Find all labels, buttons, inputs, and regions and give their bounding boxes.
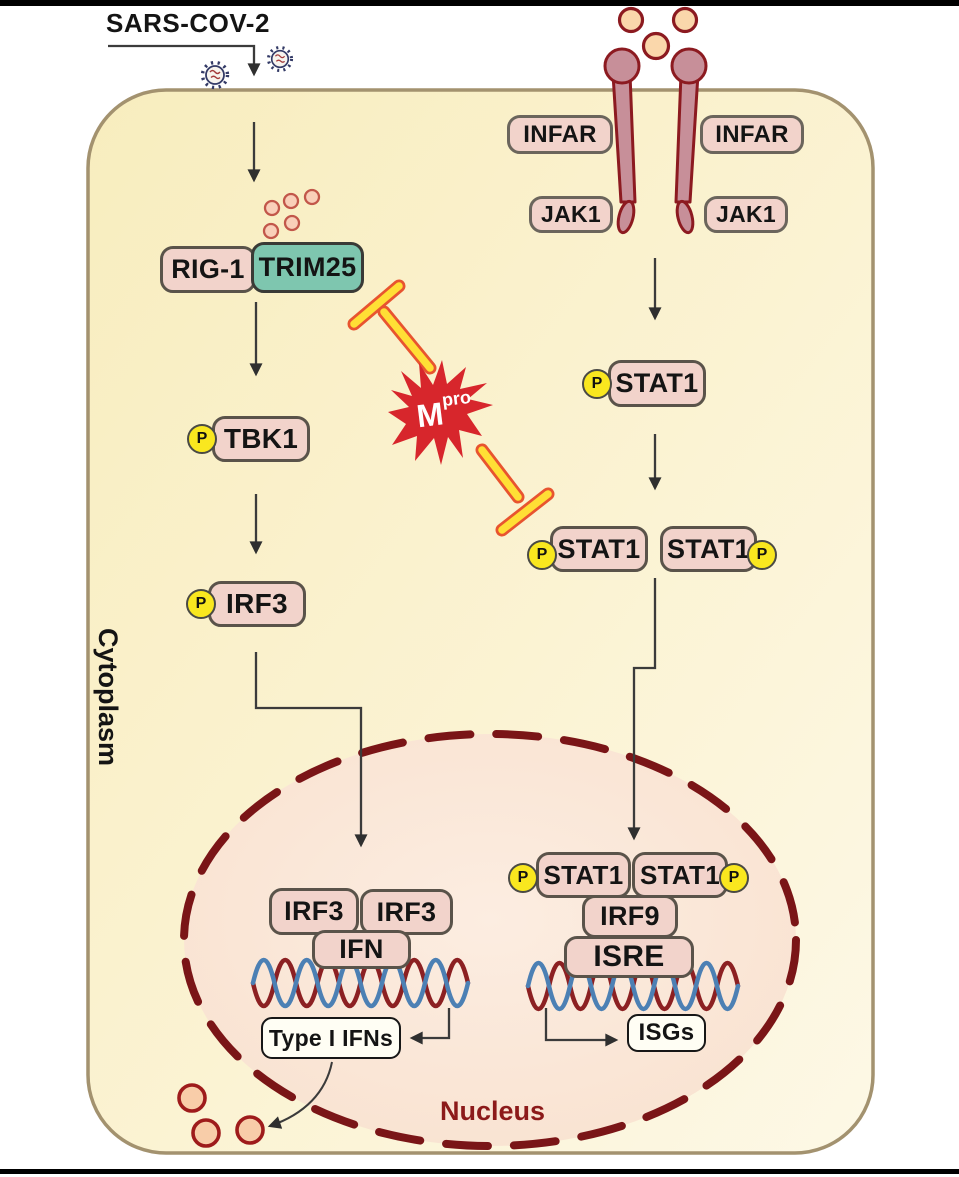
top-border-rule <box>0 0 959 6</box>
dna-helix-isre <box>525 961 741 1011</box>
node-type1-ifns: Type I IFNs <box>261 1017 401 1059</box>
virion-icon <box>200 60 230 90</box>
phospho-badge-nuclear-right: P <box>719 863 749 893</box>
node-stat1-dimer-left: STAT1 <box>550 526 648 572</box>
node-irf9: IRF9 <box>582 895 678 938</box>
phospho-badge-irf3: P <box>186 589 216 619</box>
bottom-border-rule <box>0 1169 959 1174</box>
node-isre: ISRE <box>564 936 694 978</box>
phospho-badge-dimer-right: P <box>747 540 777 570</box>
phospho-badge-stat1: P <box>582 369 612 399</box>
node-tbk1: TBK1 <box>212 416 310 462</box>
phospho-badge-dimer-left: P <box>527 540 557 570</box>
nucleus-envelope <box>180 730 800 1150</box>
node-stat1-nuclear-left: STAT1 <box>536 852 631 898</box>
receptor-foot-right <box>675 199 695 235</box>
node-infar-right: INFAR <box>700 115 804 154</box>
mpro-starburst: M pro <box>388 360 493 465</box>
node-rig1: RIG-1 <box>160 246 256 293</box>
virus-title: SARS-COV-2 <box>106 8 270 38</box>
receptor-head-left <box>603 47 641 85</box>
arrow-dna-to-isgs <box>544 1008 619 1047</box>
node-trim25: TRIM25 <box>251 242 364 293</box>
node-stat1-dimer-right: STAT1 <box>660 526 757 572</box>
node-isgs: ISGs <box>627 1014 706 1052</box>
node-irf3-cytoplasm: IRF3 <box>208 581 306 627</box>
phospho-badge-tbk1: P <box>187 424 217 454</box>
interferon-ligands <box>617 6 699 61</box>
secreted-ifn-particles <box>177 1083 265 1148</box>
receptor-head-right <box>670 47 708 85</box>
receptor-foot-left <box>616 199 636 235</box>
inhibition-tbar-stat1 <box>475 443 555 537</box>
node-jak1-left: JAK1 <box>529 196 613 233</box>
mpro-label-superscript: pro <box>441 387 472 410</box>
node-ifn-promoter: IFN <box>312 930 411 969</box>
arrow-ifn-secretion <box>267 1061 333 1129</box>
virion-icon <box>266 45 294 73</box>
viral-rna-particles <box>262 188 321 240</box>
cytoplasm-label: Cytoplasm <box>93 628 123 767</box>
phospho-badge-nuclear-left: P <box>508 863 538 893</box>
interferon-receptors <box>603 47 708 235</box>
node-jak1-right: JAK1 <box>704 196 788 233</box>
virus-entry-connector <box>108 44 261 77</box>
node-stat1-nuclear-right: STAT1 <box>632 852 728 898</box>
mpro-label: M <box>415 395 446 434</box>
node-irf3-nuclear-left: IRF3 <box>269 888 359 935</box>
arrow-irf3-to-nucleus <box>254 652 368 848</box>
node-infar-left: INFAR <box>507 115 613 154</box>
inhibition-tbar-trim25 <box>347 279 437 375</box>
dna-helix-ifn <box>250 958 471 1008</box>
arrow-dimer-to-nucleus <box>627 578 657 841</box>
node-irf3-nuclear-right: IRF3 <box>360 889 453 935</box>
arrow-dna-to-type1ifns <box>409 1008 451 1045</box>
pathway-arrows <box>108 44 662 1129</box>
nucleus-label: Nucleus <box>440 1096 546 1126</box>
node-stat1-monomer: STAT1 <box>608 360 706 407</box>
